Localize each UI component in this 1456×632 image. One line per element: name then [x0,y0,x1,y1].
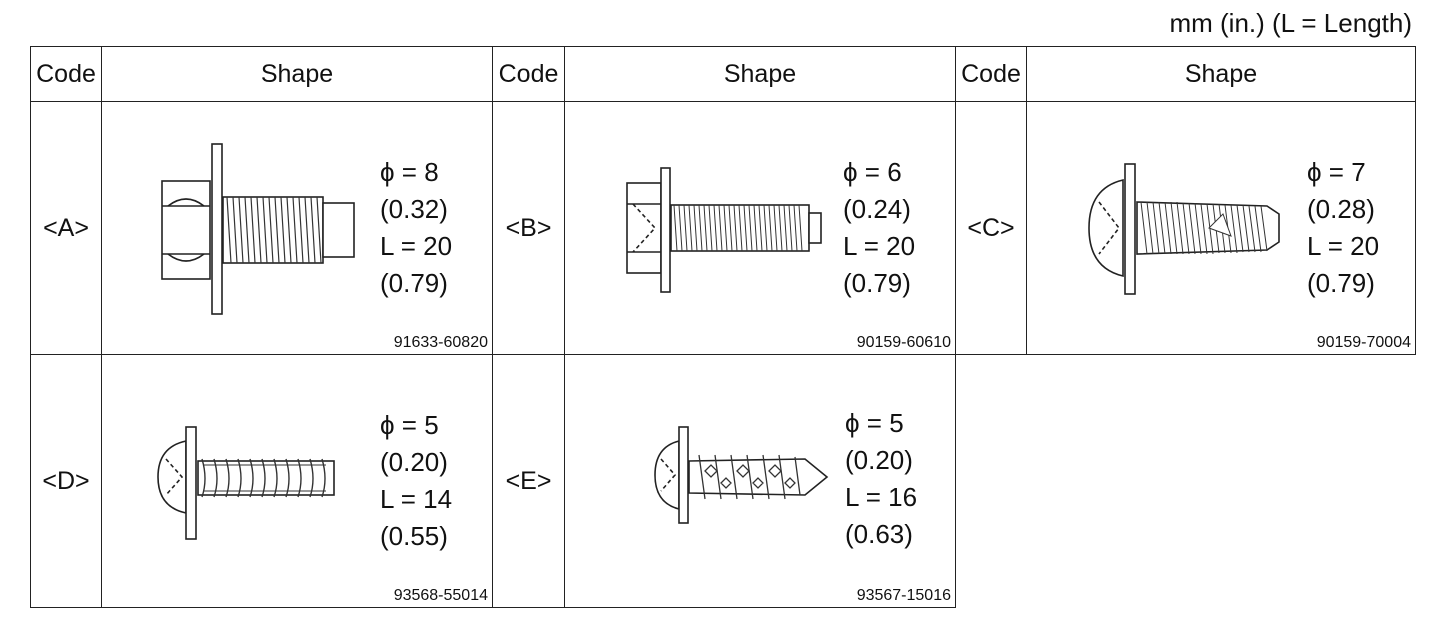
part-number-e: 93567-15016 [856,587,951,604]
diameter-value: ϕ = 5 [845,408,904,438]
part-number-d: 93568-55014 [393,587,488,604]
header-shape-1: Shape [101,46,493,102]
shape-cell-d: ϕ = 5 (0.20) L = 14 (0.55) 93568-55014 [101,354,493,608]
code-cell-c: <C> [955,101,1027,355]
diameter-inch-value: (0.20) [380,447,448,477]
code-cell-b: <B> [492,101,565,355]
length-inch-value: (0.79) [380,268,448,298]
length-value: L = 20 [1307,231,1380,261]
specs-e: ϕ = 5 (0.20) L = 16 (0.63) [845,405,917,553]
part-number-c: 90159-70004 [1316,334,1411,351]
diameter-inch-value: (0.20) [845,445,913,475]
part-number-b: 90159-60610 [856,334,951,351]
hex-flange-bolt-icon [161,143,355,315]
pan-head-thread-forming-screw-icon [157,426,335,540]
fastener-table: Code Shape Code Shape Code Shape <A> ϕ =… [30,46,1416,608]
length-value: L = 14 [380,484,453,514]
part-number-a: 91633-60820 [393,334,488,351]
length-inch-value: (0.63) [845,519,913,549]
code-cell-d: <D> [30,354,102,608]
length-inch-value: (0.55) [380,521,448,551]
diameter-value: ϕ = 8 [380,157,439,187]
length-value: L = 20 [380,231,453,261]
shape-cell-e: ϕ = 5 (0.20) L = 16 (0.63) 93567-15016 [564,354,956,608]
code-cell-a: <A> [30,101,102,355]
header-shape-3: Shape [1026,46,1416,102]
length-value: L = 20 [843,231,916,261]
specs-c: ϕ = 7 (0.28) L = 20 (0.79) [1307,154,1379,302]
length-inch-value: (0.79) [843,268,911,298]
diameter-inch-value: (0.28) [1307,194,1375,224]
code-cell-e: <E> [492,354,565,608]
header-code-3: Code [955,46,1027,102]
header-code-2: Code [492,46,565,102]
units-note: mm (in.) (L = Length) [1169,8,1412,38]
diameter-inch-value: (0.32) [380,194,448,224]
pan-head-tapping-screw-icon [1088,163,1280,295]
diameter-inch-value: (0.24) [843,194,911,224]
diameter-value: ϕ = 6 [843,157,902,187]
header-code-1: Code [30,46,102,102]
specs-a: ϕ = 8 (0.32) L = 20 (0.79) [380,154,452,302]
diameter-value: ϕ = 5 [380,410,439,440]
shape-cell-a: ϕ = 8 (0.32) L = 20 (0.79) 91633-60820 [101,101,493,355]
length-value: L = 16 [845,482,918,512]
pan-head-wood-screw-icon [654,426,829,524]
shape-cell-c: ϕ = 7 (0.28) L = 20 (0.79) 90159-70004 [1026,101,1416,355]
specs-d: ϕ = 5 (0.20) L = 14 (0.55) [380,407,452,555]
shape-cell-b: ϕ = 6 (0.24) L = 20 (0.79) 90159-60610 [564,101,956,355]
header-shape-2: Shape [564,46,956,102]
specs-b: ϕ = 6 (0.24) L = 20 (0.79) [843,154,915,302]
length-inch-value: (0.79) [1307,268,1375,298]
hex-washer-bolt-icon [626,167,822,293]
diameter-value: ϕ = 7 [1307,157,1366,187]
